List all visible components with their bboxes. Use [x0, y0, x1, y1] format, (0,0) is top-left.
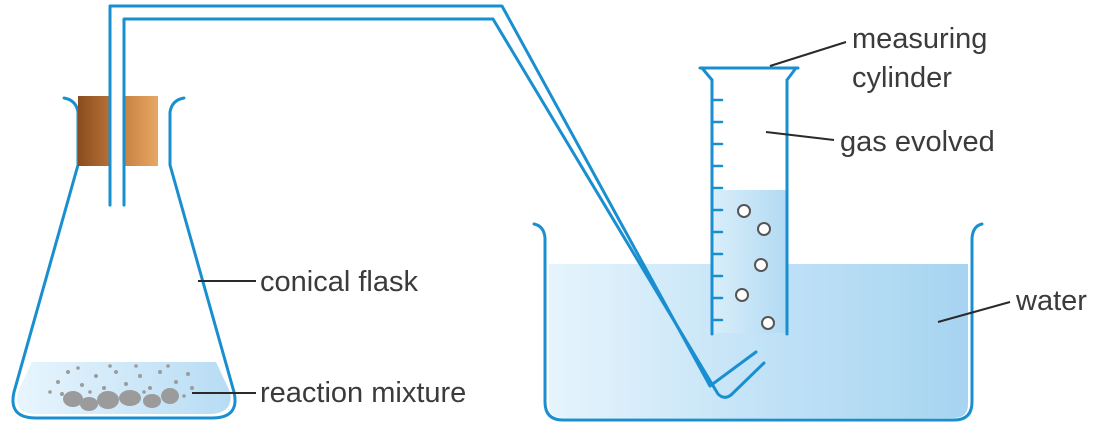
delivery-tube-inner	[122, 17, 766, 399]
cylinder-rim	[698, 66, 800, 82]
trough-outline	[532, 222, 984, 422]
label-conical-flask: conical flask	[260, 266, 418, 298]
flask-liquid	[16, 362, 231, 414]
label-gas-evolved: gas evolved	[840, 126, 995, 158]
conical-flask	[11, 94, 237, 420]
delivery-tube-outer	[108, 4, 758, 388]
leader-gas-evolved	[765, 131, 835, 141]
trough-water	[549, 264, 968, 418]
leader-measuring-cylinder	[769, 41, 847, 67]
water-trough	[532, 222, 984, 422]
tube-through-cork	[108, 94, 126, 207]
cylinder-graduations	[710, 98, 724, 322]
flask-outline	[11, 96, 237, 420]
leader-water	[937, 301, 1011, 323]
label-measuring: measuring	[852, 23, 987, 55]
label-water: water	[1015, 285, 1087, 317]
reaction-solid-particles	[48, 364, 194, 411]
delivery-tube	[108, 4, 766, 399]
label-leader-lines	[192, 41, 1011, 394]
label-reaction-mixture: reaction mixture	[260, 377, 466, 409]
label-cylinder: cylinder	[852, 62, 952, 94]
gas-bubble-icon	[735, 204, 775, 330]
tube-bore	[111, 96, 123, 166]
measuring-cylinder	[698, 66, 800, 336]
